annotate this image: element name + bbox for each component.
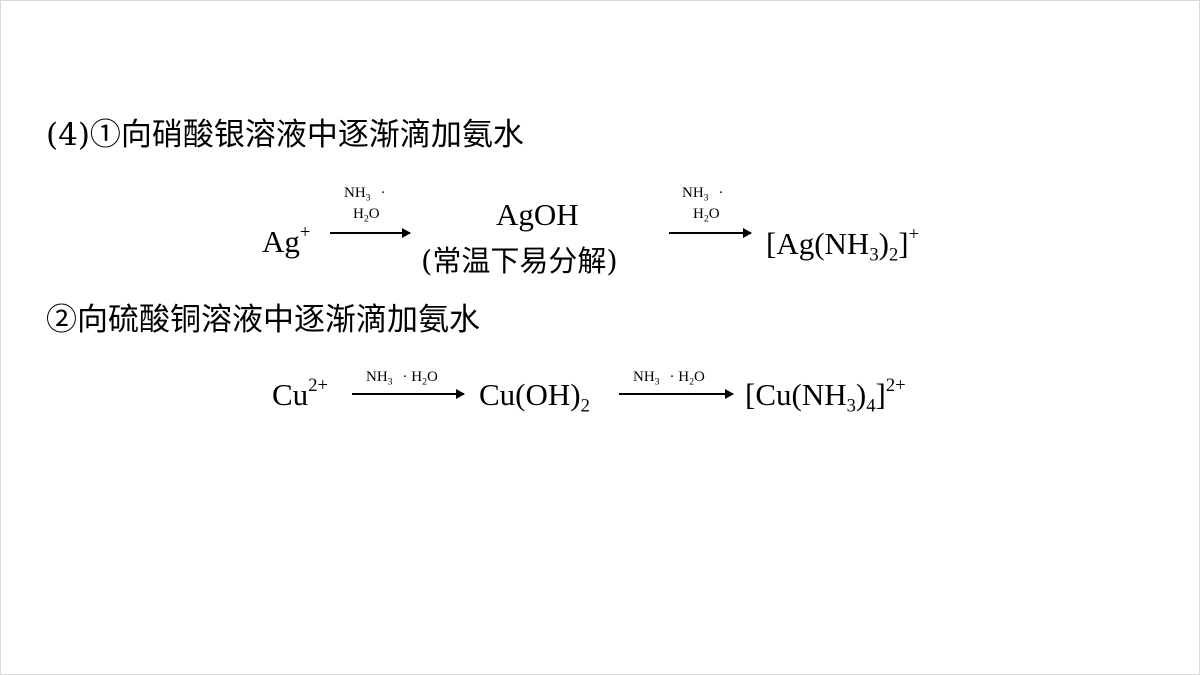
complex-paren: ) xyxy=(855,377,867,412)
complex-nh3-subscript: 3 xyxy=(869,244,879,266)
hydrate-dot: · xyxy=(669,369,675,385)
copper-charge: 2+ xyxy=(308,375,328,397)
complex-charge: + xyxy=(908,224,920,246)
reaction-arrow-icon xyxy=(330,228,411,238)
complex-open: [Cu(NH xyxy=(745,377,847,412)
complex-paren: ) xyxy=(878,226,889,261)
ammonia-subscript: 3 xyxy=(365,192,371,204)
water-subscript: 2 xyxy=(689,376,695,388)
ammonia-formula: NH xyxy=(682,185,704,201)
water-subscript: 2 xyxy=(422,376,428,388)
complex-close: ] xyxy=(898,226,909,261)
hydrate-dot: · xyxy=(402,369,408,385)
water-oxygen: O xyxy=(427,369,438,385)
complex-charge: 2+ xyxy=(885,375,906,397)
silver-symbol: Ag xyxy=(262,224,300,259)
water-hydrogen: H xyxy=(678,369,690,385)
ammonia-subscript: 3 xyxy=(703,192,709,204)
complex-ligand-count: 2 xyxy=(888,244,899,266)
arrow3-condition: NH3 · H2O xyxy=(366,368,438,388)
instruction-copper-sulfate: ②向硫酸铜溶液中逐渐滴加氨水 xyxy=(46,302,480,338)
reaction-arrow-icon xyxy=(619,389,734,399)
complex-ligand-count: 4 xyxy=(866,395,876,417)
copper-ion: Cu2+ xyxy=(272,375,328,412)
ammonia-formula: NH xyxy=(366,369,388,385)
water-subscript: 2 xyxy=(703,213,709,225)
hydrate-dot: · xyxy=(380,185,386,201)
copper-symbol: Cu xyxy=(272,377,309,412)
silver-ion: Ag+ xyxy=(262,222,311,259)
tetraammine-copper-complex: [Cu(NH3)4]2+ xyxy=(745,375,906,415)
silver-charge: + xyxy=(299,222,311,244)
copper-hydroxide-formula: Cu(OH) xyxy=(479,377,581,412)
water-oxygen: O xyxy=(708,206,720,222)
water-subscript: 2 xyxy=(363,213,369,225)
ammonia-formula: NH xyxy=(344,185,366,201)
arrow1-condition-top: NH3 · xyxy=(344,184,386,204)
reaction-arrow-icon xyxy=(352,389,465,399)
diammine-silver-complex: [Ag(NH3)2]+ xyxy=(766,224,920,264)
hydrate-dot: · xyxy=(718,185,724,201)
complex-open: [Ag(NH xyxy=(766,226,870,261)
water-hydrogen: H xyxy=(411,369,423,385)
complex-nh3-subscript: 3 xyxy=(846,395,856,417)
arrow1-condition-bottom: H2O xyxy=(353,205,380,225)
arrow4-condition: NH3 · H2O xyxy=(633,368,705,388)
complex-close: ] xyxy=(875,377,886,412)
arrow2-condition-bottom: H2O xyxy=(693,205,720,225)
ammonia-subscript: 3 xyxy=(654,376,660,388)
silver-hydroxide: AgOH xyxy=(496,197,579,232)
copper-hydroxide: Cu(OH)2 xyxy=(479,377,590,416)
arrow2-condition-top: NH3 · xyxy=(682,184,724,204)
reaction-arrow-icon xyxy=(669,228,752,238)
water-oxygen: O xyxy=(368,206,380,222)
decomposition-note: (常温下易分解) xyxy=(421,244,618,278)
water-hydrogen: H xyxy=(693,206,704,222)
water-hydrogen: H xyxy=(353,206,364,222)
instruction-silver-nitrate: (4)①向硝酸银溶液中逐渐滴加氨水 xyxy=(46,117,524,153)
ammonia-formula: NH xyxy=(633,369,655,385)
ammonia-subscript: 3 xyxy=(387,376,393,388)
hydroxide-subscript: 2 xyxy=(580,395,590,417)
water-oxygen: O xyxy=(694,369,705,385)
